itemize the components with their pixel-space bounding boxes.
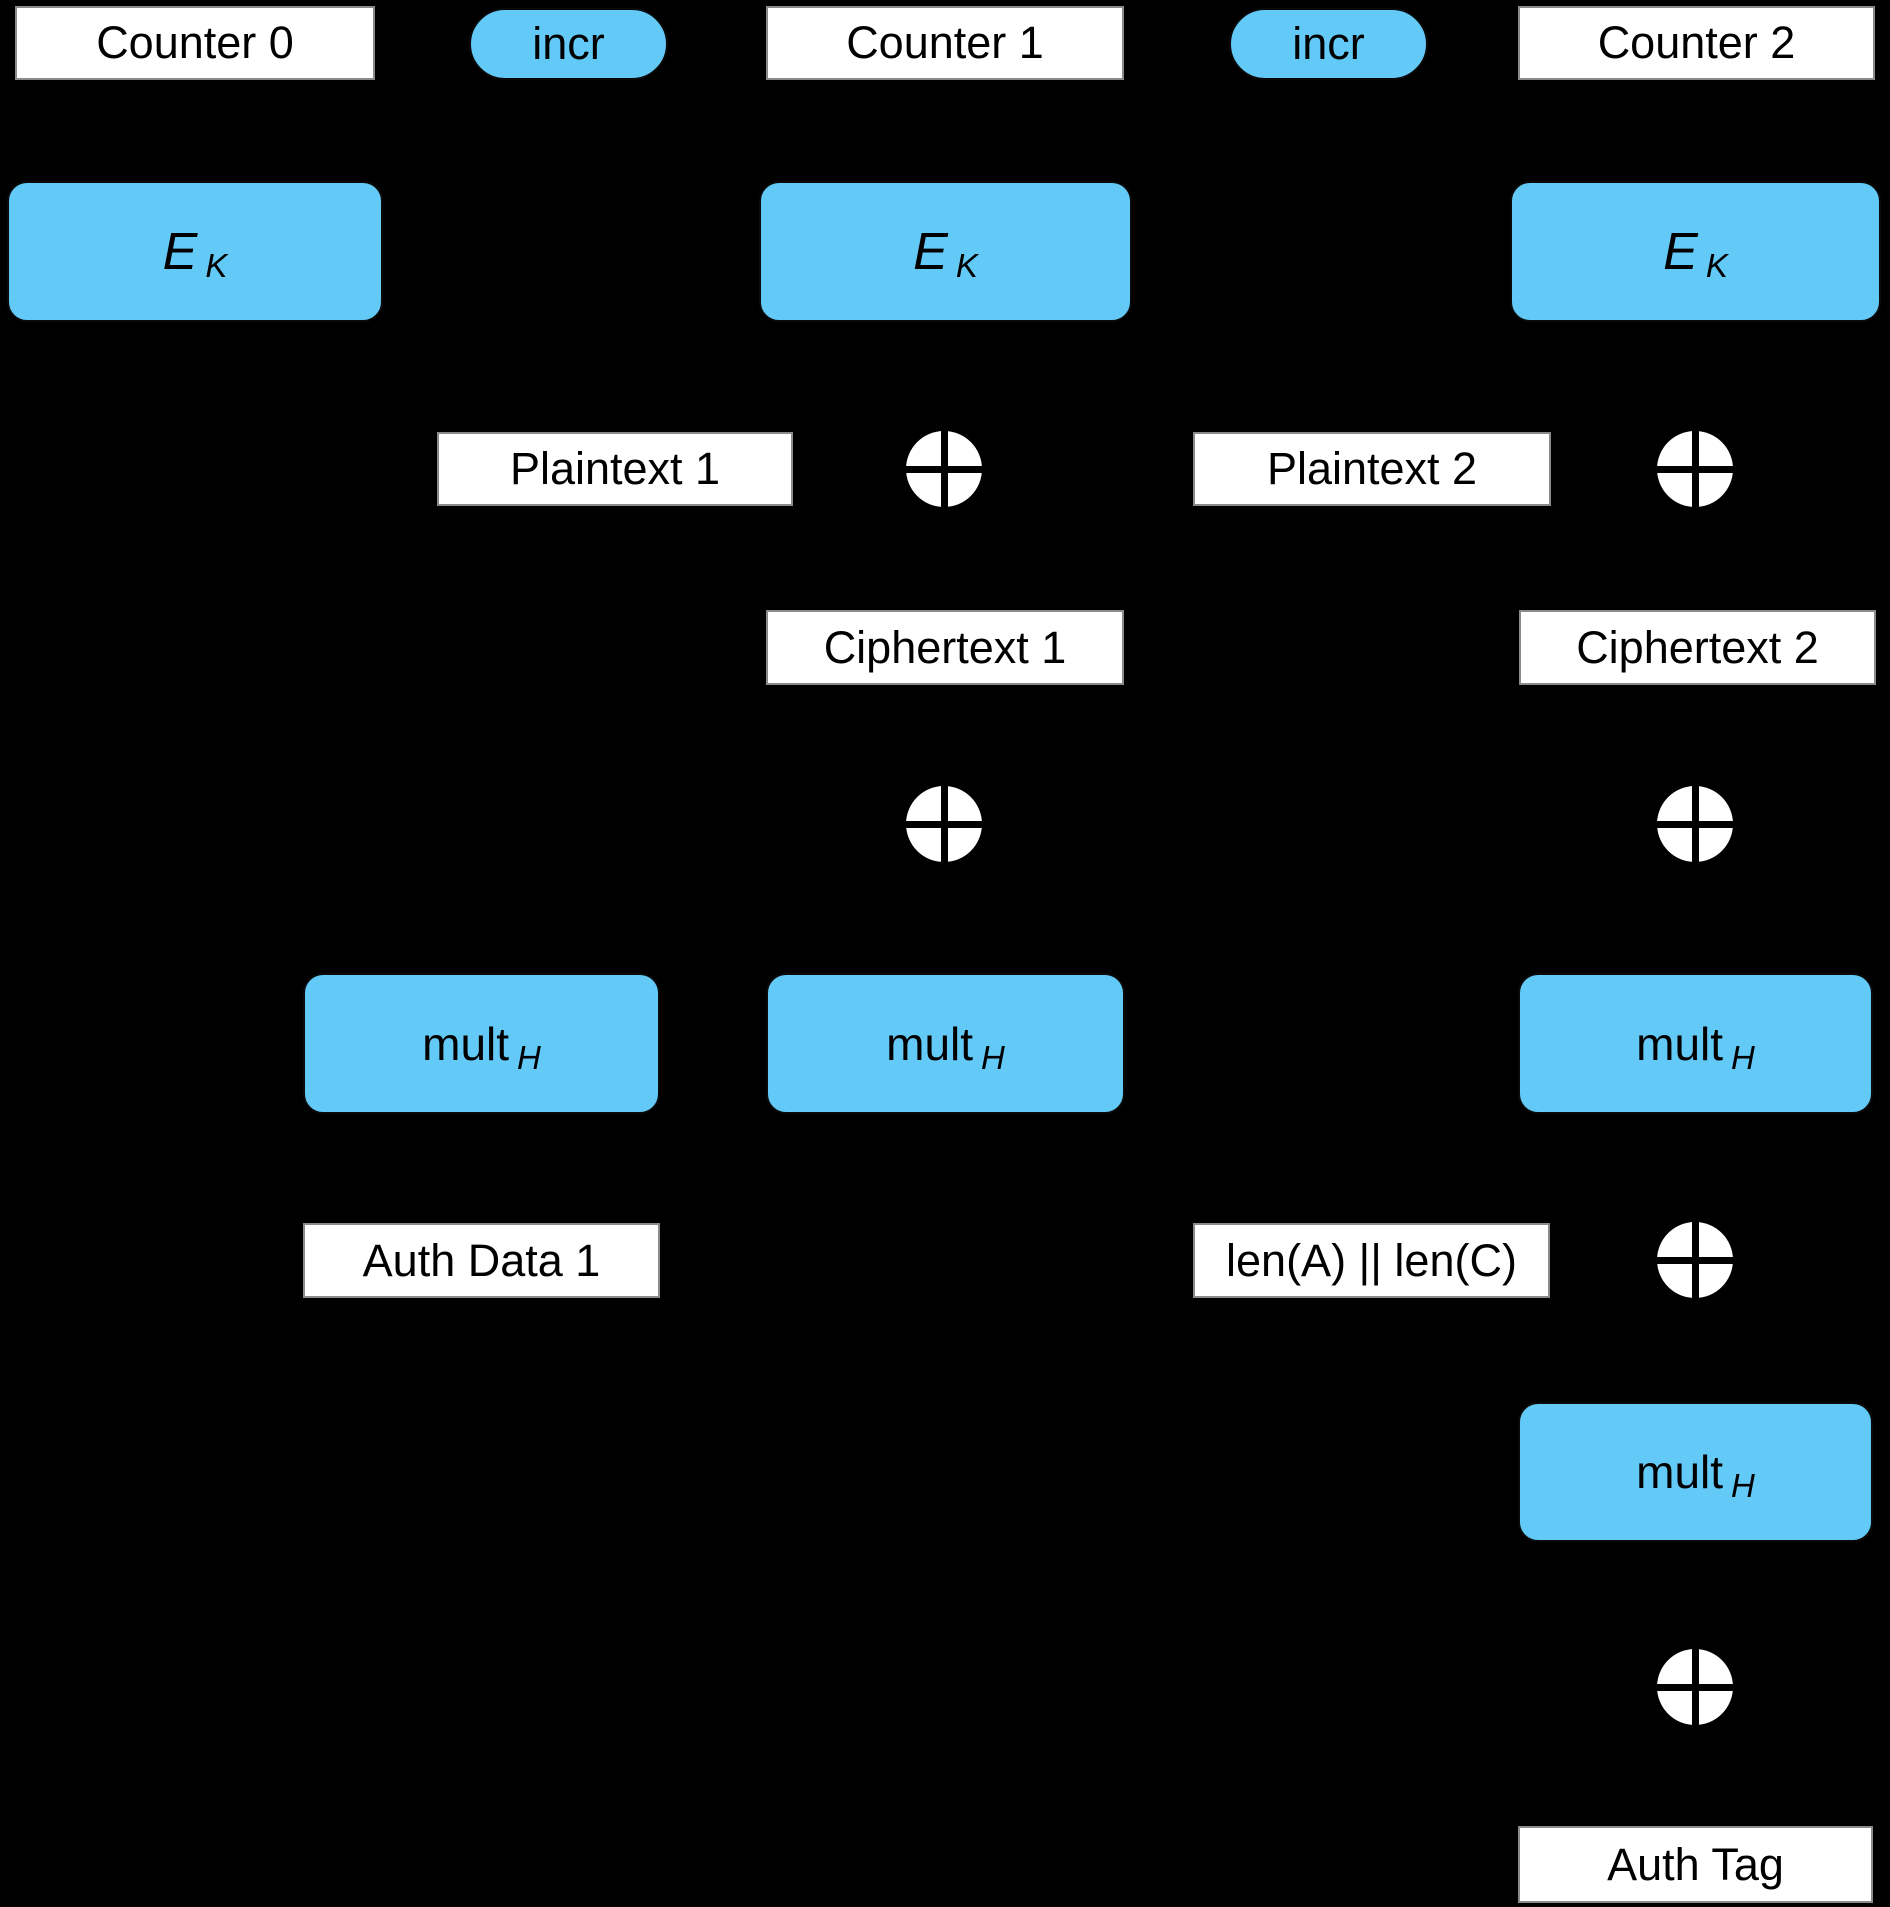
mult-h-2-label: mult bbox=[886, 1017, 974, 1070]
mult-h-3-label: mult bbox=[1636, 1017, 1724, 1070]
xor-icon-plaintext-2 bbox=[1653, 427, 1737, 511]
ciphertext-1-label: Ciphertext 1 bbox=[823, 621, 1067, 673]
mult-h-4-label: mult bbox=[1636, 1446, 1724, 1498]
plaintext-1-box: Plaintext 1 bbox=[437, 432, 793, 506]
ek-2-subscript: K bbox=[955, 246, 978, 284]
xor-icon-len bbox=[1653, 1218, 1737, 1302]
ek-1-label: E bbox=[162, 222, 198, 281]
xor-icon-ghash-2 bbox=[1653, 782, 1737, 866]
plaintext-2-box: Plaintext 2 bbox=[1193, 432, 1551, 506]
len-concat-label: len(A) || len(C) bbox=[1226, 1234, 1517, 1286]
ek-3-label: E bbox=[1663, 222, 1698, 281]
plaintext-2-label: Plaintext 2 bbox=[1266, 443, 1478, 494]
incr-1-box: incr bbox=[469, 8, 668, 80]
auth-tag-box: Auth Tag bbox=[1518, 1826, 1873, 1903]
mult-h-4-subscript: H bbox=[1731, 1467, 1755, 1504]
mult-h-1-subscript: H bbox=[517, 1038, 541, 1076]
mult-h-2-subscript: H bbox=[981, 1038, 1005, 1076]
ciphertext-1-box: Ciphertext 1 bbox=[766, 610, 1124, 685]
counter-0-box: Counter 0 bbox=[15, 6, 375, 80]
ek-3-subscript: K bbox=[1705, 246, 1728, 284]
ek-1-subscript: K bbox=[205, 246, 228, 284]
incr-2-label: incr bbox=[1292, 18, 1365, 69]
counter-2-box: Counter 2 bbox=[1518, 6, 1875, 80]
counter-1-box: Counter 1 bbox=[766, 6, 1124, 80]
ciphertext-2-box: Ciphertext 2 bbox=[1519, 610, 1876, 685]
mult-h-1-label: mult bbox=[422, 1017, 510, 1070]
ciphertext-2-label: Ciphertext 2 bbox=[1576, 621, 1819, 673]
mult-h-3-subscript: H bbox=[1731, 1038, 1755, 1076]
incr-1-label: incr bbox=[532, 18, 605, 69]
auth-data-1-label: Auth Data 1 bbox=[362, 1234, 601, 1286]
auth-tag-label: Auth Tag bbox=[1607, 1838, 1784, 1890]
ek-2-label: E bbox=[913, 222, 948, 281]
plaintext-1-label: Plaintext 1 bbox=[509, 443, 721, 494]
xor-icon-ghash-1 bbox=[902, 782, 986, 866]
len-concat-box: len(A) || len(C) bbox=[1193, 1223, 1550, 1298]
incr-2-box: incr bbox=[1229, 8, 1428, 80]
xor-icon-plaintext-1 bbox=[902, 427, 986, 511]
counter-1-label: Counter 1 bbox=[846, 17, 1044, 68]
xor-icon-final bbox=[1653, 1645, 1737, 1729]
auth-data-1-box: Auth Data 1 bbox=[303, 1223, 660, 1298]
counter-0-label: Counter 0 bbox=[96, 17, 294, 68]
counter-2-label: Counter 2 bbox=[1597, 17, 1796, 68]
